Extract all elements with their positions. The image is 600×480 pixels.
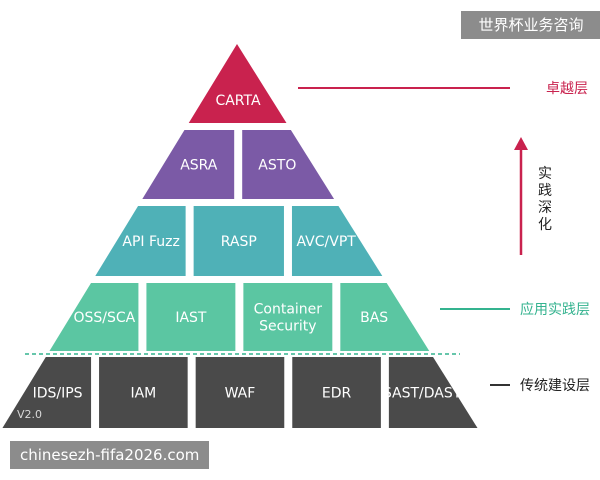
version-label: V2.0 — [17, 408, 43, 421]
deepening-arrow-head — [514, 137, 528, 150]
pyramid-segment — [243, 283, 333, 351]
deepening-label-char: 深 — [538, 200, 552, 216]
watermark-bottom: chinesezh-fifa2026.com — [10, 441, 210, 469]
pyramid-segment — [388, 357, 478, 428]
pyramid-segment — [95, 206, 186, 276]
pyramid-segment-label: SAST/DAST — [383, 386, 462, 402]
deepening-label-char: 实 — [538, 166, 552, 182]
pyramid-segment — [340, 283, 430, 351]
pyramid-segment-label: EDR — [322, 386, 352, 402]
pyramid-segment — [99, 357, 188, 428]
pyramid-segment — [49, 283, 139, 351]
pyramid-segment — [193, 206, 284, 276]
pyramid-segment — [188, 44, 287, 123]
pyramid-segment-label: BAS — [360, 310, 388, 326]
pyramid-segment-label: RASP — [221, 234, 257, 250]
pyramid-segment-label: API Fuzz — [122, 234, 179, 250]
pyramid-segment — [242, 130, 335, 199]
pyramid-segment-label: CARTA — [215, 93, 261, 109]
top-layer-label: 卓越层 — [546, 81, 588, 97]
pyramid-segment — [291, 206, 383, 276]
pyramid-segment-label: OSS/SCA — [73, 310, 135, 326]
pyramid-segment-label: ASRA — [180, 158, 218, 174]
pyramid: CARTA ASRA ASTO API Fuzz RASP AVC/VPT OSS/SCA I… — [2, 44, 478, 428]
pyramid-segment — [2, 357, 92, 428]
pyramid-segment — [292, 357, 381, 428]
pyramid-segment-label: AVC/VPT — [297, 234, 357, 250]
pyramid-segment-label: IDS/IPS — [33, 386, 83, 402]
middle-layer-label: 应用实践层 — [520, 301, 590, 318]
pyramid-segment-label: IAST — [175, 310, 207, 326]
watermark-top: 世界杯业务咨询 — [461, 11, 600, 39]
pyramid-segment-label: WAF — [225, 386, 256, 402]
pyramid-segment — [146, 283, 236, 351]
pyramid-segment-label: IAM — [130, 386, 156, 402]
pyramid-segment — [195, 357, 285, 428]
deepening-label-char: 化 — [538, 217, 552, 233]
deepening-label-char: 践 — [538, 183, 552, 199]
bottom-layer-label: 传统建设层 — [520, 378, 590, 394]
pyramid-segment — [142, 130, 235, 199]
pyramid-segment-label: ASTO — [258, 158, 296, 174]
